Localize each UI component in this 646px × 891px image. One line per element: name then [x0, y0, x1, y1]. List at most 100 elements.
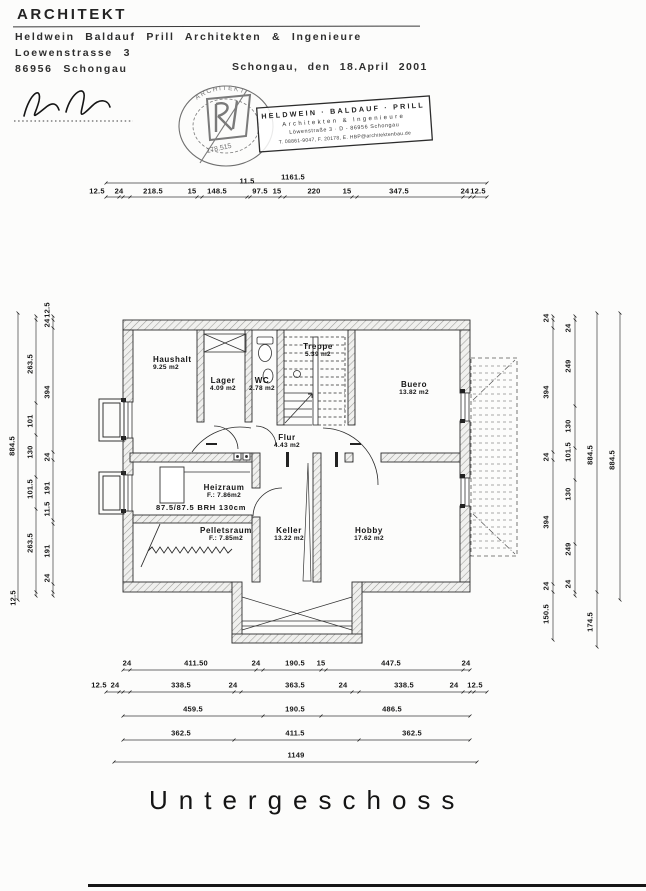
dim-label: 362.5 — [402, 728, 422, 738]
stair-icon — [284, 336, 346, 426]
pellet-chute-icon — [140, 523, 233, 568]
dim-label: 24 — [460, 186, 470, 196]
dim-label: 12.5 — [470, 186, 486, 196]
dim-label: 11.5 — [42, 501, 52, 517]
dim-label: 1149 — [287, 750, 305, 760]
dim-label: 218.5 — [143, 186, 163, 196]
room-name: Pelletsraum — [200, 526, 252, 535]
room-name: Hobby — [355, 526, 383, 535]
dim-label: 130 — [25, 445, 35, 459]
dim-label: 884.5 — [585, 445, 595, 465]
dim-label: 12.5 — [467, 680, 483, 690]
dim-label: 130 — [563, 487, 573, 501]
room-area: 9.25 m2 — [153, 364, 179, 372]
stamp-number: 178.515 — [206, 143, 232, 155]
dim-label: 363.5 — [285, 680, 305, 690]
firm-name: Heldwein Baldauf Prill Architekten & Ing… — [15, 31, 362, 43]
dim-label: 174.5 — [585, 612, 595, 632]
dim-label: 263.5 — [25, 533, 35, 553]
dim-label: 394 — [42, 385, 52, 399]
drawing-title: Untergeschoss — [149, 785, 466, 815]
dim-label: 12.5 — [8, 590, 18, 606]
door-arcs — [191, 425, 379, 517]
scan-edge — [88, 884, 646, 887]
dim-label: 263.5 — [25, 354, 35, 374]
signature — [14, 90, 133, 122]
dim-label: 24 — [42, 318, 52, 328]
room-name: Buero — [400, 380, 428, 389]
light-wells — [98, 398, 125, 515]
exterior-stair-well — [241, 596, 353, 631]
room-name: Treppe — [303, 342, 333, 351]
dimension-lines — [16, 181, 622, 764]
sink-icon — [262, 368, 274, 384]
terrace-dashed — [470, 357, 518, 557]
stamp-logo-icon — [199, 89, 252, 164]
dim-label: 394 — [541, 515, 551, 529]
room-area: F.: 7.86m2 — [206, 492, 242, 500]
dim-label: 24 — [338, 680, 348, 690]
shelf-icon — [203, 333, 247, 353]
room-area: 13.22 m2 — [274, 535, 304, 543]
dim-label: 148.5 — [207, 186, 227, 196]
room-name: Keller — [276, 526, 302, 535]
dim-label: 190.5 — [285, 704, 305, 714]
room-name: Flur — [278, 433, 296, 442]
dim-label: 101 — [25, 414, 35, 428]
dim-label: 97.5 — [252, 186, 268, 196]
room-area: F.: 7.85m2 — [208, 535, 244, 543]
dim-label: 338.5 — [394, 680, 414, 690]
room-area: 17.62 m2 — [354, 535, 384, 543]
dim-label: 24 — [228, 680, 238, 690]
dim-label: 24 — [42, 452, 52, 462]
dim-label: 15 — [272, 186, 282, 196]
dim-label: 220 — [307, 186, 321, 196]
dim-label: 191 — [42, 481, 52, 495]
box-stamp: HELDWEIN · BALDAUF · PRILL Architekten &… — [255, 95, 434, 153]
firm-city: 86956 Schongau — [15, 63, 128, 75]
dim-label: 15 — [316, 658, 326, 668]
dim-label: 24 — [563, 323, 573, 333]
dim-label: 15 — [342, 186, 352, 196]
dim-label: 411.5 — [285, 728, 305, 738]
dim-label: 191 — [42, 544, 52, 558]
page-header-title: ARCHITEKT — [17, 6, 128, 23]
room-area: 4.43 m2 — [274, 442, 300, 450]
date-line: Schongau, den 18.April 2001 — [232, 61, 428, 73]
dim-label: 12.5 — [91, 680, 107, 690]
dim-label: 362.5 — [171, 728, 191, 738]
dim-label: 190.5 — [285, 658, 305, 668]
dim-label: 24 — [541, 313, 551, 323]
dim-label: 411.50 — [184, 658, 208, 668]
room-name: Heizraum — [203, 483, 245, 492]
dim-label: 24 — [541, 581, 551, 591]
room-name: Haushalt — [153, 355, 192, 364]
room-area: 5.39 m2 — [305, 351, 331, 359]
dim-label: 24 — [114, 186, 124, 196]
dim-label: 394 — [541, 385, 551, 399]
dim-label: 884.5 — [7, 436, 17, 456]
dim-label: 884.5 — [607, 450, 617, 470]
room-name: Lager — [210, 376, 236, 385]
dim-label: 101.5 — [563, 442, 573, 462]
room-area: 2.78 m2 — [249, 385, 275, 393]
window-note: 87.5/87.5 BRH 130cm — [156, 503, 247, 512]
dim-label: 1161.5 — [281, 172, 305, 182]
boiler-icon — [159, 452, 251, 504]
dim-label: 459.5 — [183, 704, 203, 714]
dim-label: 347.5 — [389, 186, 409, 196]
dim-label: 15 — [187, 186, 197, 196]
dim-label: 338.5 — [171, 680, 191, 690]
dim-label: 24 — [251, 658, 261, 668]
dim-label: 130 — [563, 419, 573, 433]
